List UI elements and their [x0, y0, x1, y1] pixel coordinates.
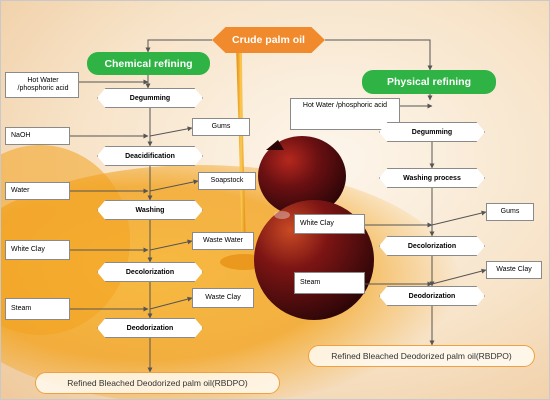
chemical-step-washing: Washing — [97, 200, 203, 220]
physical-output-waste-clay: Waste Clay — [486, 261, 542, 279]
chemical-step-degumming: Degumming — [97, 88, 203, 108]
chemical-output-waste-water: Waste Water — [192, 232, 254, 250]
chemical-step-decolorization: Decolorization — [97, 262, 203, 282]
physical-output-gums: Gums — [486, 203, 534, 221]
fruit-highlight — [274, 211, 290, 219]
oil-stream — [236, 44, 246, 250]
palm-fruit-top — [258, 136, 346, 216]
chemical-step-deodorization: Deodorization — [97, 318, 203, 338]
crude-palm-oil-node: Crude palm oil — [212, 27, 325, 53]
physical-step-degumming: Degumming — [379, 122, 485, 142]
chemical-refining-heading: Chemical refining — [87, 52, 210, 75]
chemical-output-soapstock: Soapstock — [198, 172, 256, 190]
chemical-input-hot-water: Hot Water /phosphoric acid — [5, 72, 79, 98]
chemical-result: Refined Bleached Deodorized palm oil(RBD… — [35, 372, 280, 394]
chemical-input-naoh: NaOH — [5, 127, 70, 145]
physical-input-steam: Steam — [294, 272, 365, 294]
physical-step-washing-process: Washing process — [379, 168, 485, 188]
physical-input-hot-water: Hot Water /phosphoric acid — [290, 98, 400, 130]
physical-step-decolorization: Decolorization — [379, 236, 485, 256]
physical-refining-heading: Physical refining — [362, 70, 496, 94]
physical-result: Refined Bleached Deodorized palm oil(RBD… — [308, 345, 535, 367]
chemical-input-white-clay: White Clay — [5, 240, 70, 260]
physical-step-deodorization: Deodorization — [379, 286, 485, 306]
physical-input-white-clay: White Clay — [294, 214, 365, 234]
chemical-output-gums: Gums — [192, 118, 250, 136]
chemical-output-waste-clay: Waste Clay — [192, 288, 254, 308]
chemical-input-water: Water — [5, 182, 70, 200]
chemical-step-deacidification: Deacidification — [97, 146, 203, 166]
chemical-input-steam: Steam — [5, 298, 70, 320]
fruit-stem — [266, 140, 284, 150]
